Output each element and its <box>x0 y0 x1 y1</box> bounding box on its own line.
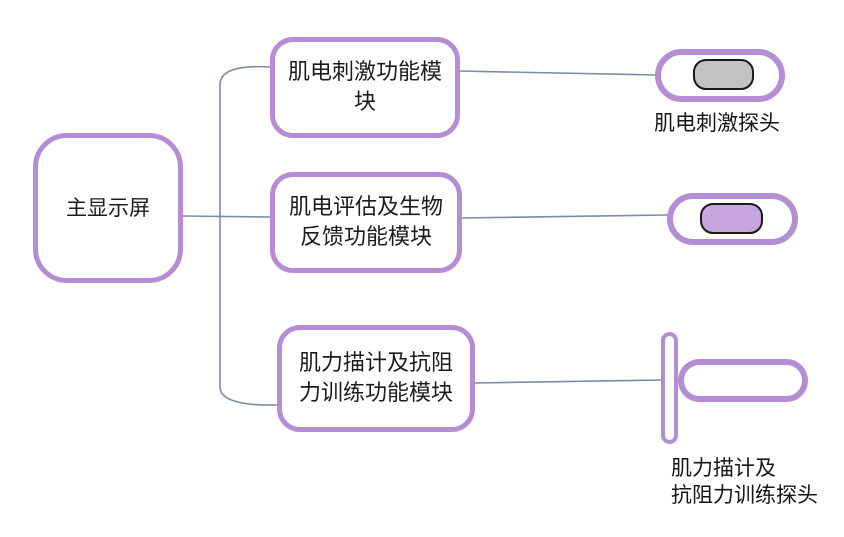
strength-probe-label: 肌力描计及 抗阻力训练探头 <box>671 455 818 509</box>
module-strength-training-label-line1: 肌力描计及抗阻 <box>298 350 453 376</box>
module-emg-biofeedback-label-line1: 肌电评估及生物 <box>288 194 443 220</box>
module-ems-label-line2: 块 <box>353 89 376 115</box>
biofeedback-probe-electrode <box>700 203 763 234</box>
ems-probe-electrode <box>693 59 754 90</box>
strength-probe-label-line2: 抗阻力训练探头 <box>671 483 818 507</box>
main-screen-box: 主显示屏 <box>33 133 183 283</box>
connector-main-to-middle-module <box>181 215 271 218</box>
module-strength-training-label-line2: 力训练功能模块 <box>298 380 453 406</box>
ems-probe-label: 肌电刺激探头 <box>654 111 780 135</box>
connector-module3-to-probe3 <box>473 379 663 384</box>
main-screen-label: 主显示屏 <box>66 196 150 220</box>
strength-probe-disc-shape <box>661 332 678 444</box>
biofeedback-probe-shape <box>667 193 798 245</box>
connector-branch-vertical <box>219 65 278 406</box>
connector-module1-to-probe1 <box>458 70 657 76</box>
module-ems-box: 肌电刺激功能模 块 <box>270 37 460 138</box>
connector-module2-to-probe2 <box>460 214 669 219</box>
module-emg-biofeedback-box: 肌电评估及生物 反馈功能模块 <box>270 172 462 273</box>
module-ems-label-line1: 肌电刺激功能模 <box>287 59 442 85</box>
module-emg-biofeedback-label-line2: 反馈功能模块 <box>299 224 432 250</box>
strength-probe-label-line1: 肌力描计及 <box>671 456 776 480</box>
strength-probe-handle-shape <box>678 359 808 402</box>
module-strength-training-box: 肌力描计及抗阻 力训练功能模块 <box>277 325 475 432</box>
